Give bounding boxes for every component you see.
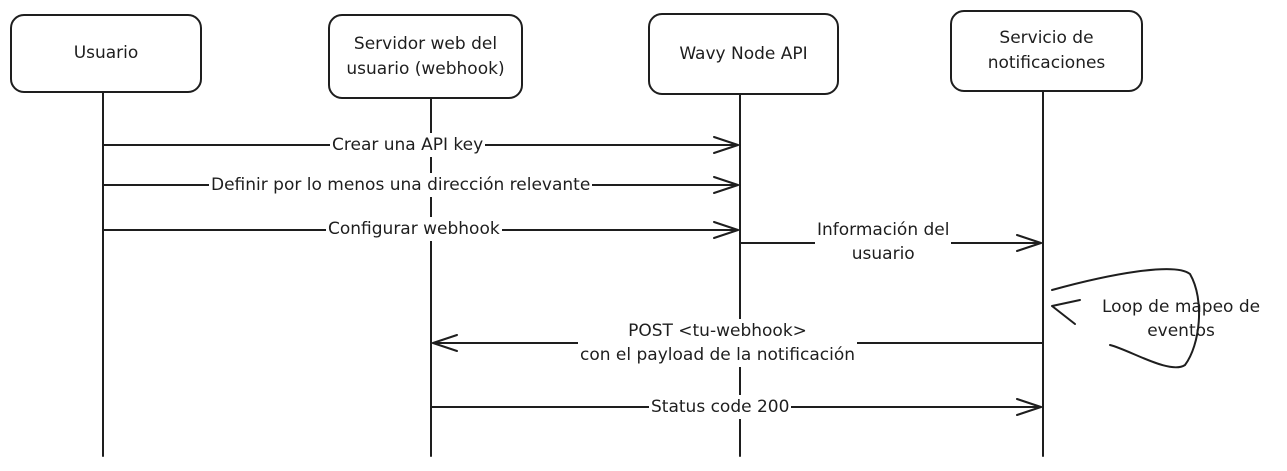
message-post-webhook: POST <tu-webhook> con el payload de la n… bbox=[578, 319, 857, 367]
message-definir-direccion: Definir por lo menos una dirección relev… bbox=[209, 173, 593, 197]
loop-label: Loop de mapeo de eventos bbox=[1102, 297, 1261, 341]
loop-arrow bbox=[1051, 268, 1200, 369]
participant-servicio-notificaciones: Servicio de notificaciones bbox=[950, 10, 1143, 92]
participant-wavy-label: Wavy Node API bbox=[679, 43, 808, 64]
participant-usuario-label: Usuario bbox=[73, 43, 139, 63]
message-crear-api-key: Crear una API key bbox=[330, 133, 486, 157]
message-informacion-usuario: Información del usuario bbox=[815, 218, 952, 266]
participant-wavy-node-api: Wavy Node API bbox=[648, 13, 839, 95]
message-status-200: Status code 200 bbox=[649, 395, 792, 419]
participant-servicio-label: Servicio de notificaciones bbox=[987, 28, 1106, 73]
message-configurar-webhook: Configurar webhook bbox=[326, 217, 502, 241]
participant-servidor-label: Servidor web del usuario (webhook) bbox=[346, 33, 505, 79]
participant-servidor-web: Servidor web del usuario (webhook) bbox=[328, 14, 523, 99]
participant-usuario: Usuario bbox=[10, 14, 202, 93]
